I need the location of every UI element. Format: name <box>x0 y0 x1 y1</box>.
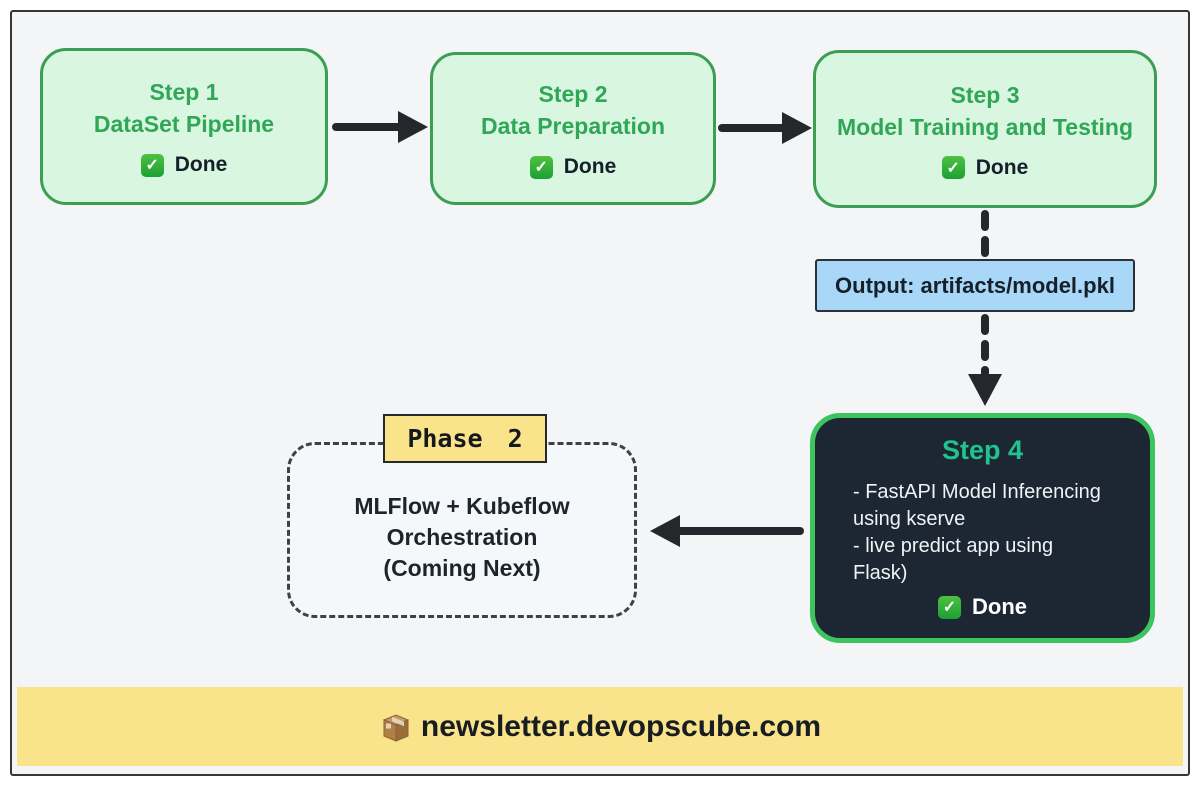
footer-banner: newsletter.devopscube.com <box>17 687 1183 766</box>
step4-detail-line: - FastAPI Model Inferencing <box>853 481 1101 503</box>
step3-status: Done <box>941 155 1029 180</box>
check-icon <box>140 153 164 177</box>
step4-detail-line: - live predict app using <box>853 535 1054 557</box>
step2-title: Step 2 Data Preparation <box>481 78 665 142</box>
check-icon <box>941 156 965 179</box>
arrow-step1-to-step2 <box>332 111 428 143</box>
step1-box: Step 1 DataSet Pipeline Done <box>40 48 328 205</box>
step3-title-line: Step 3 <box>950 81 1020 108</box>
phase2-box: MLFlow + Kubeflow Orchestration (Coming … <box>287 442 637 618</box>
step2-box: Step 2 Data Preparation Done <box>430 52 716 205</box>
step2-title-line: Step 2 <box>538 81 608 107</box>
phase2-label: Phase 2 <box>383 414 547 463</box>
step3-box: Step 3 Model Training and Testing Done <box>813 50 1157 208</box>
step2-status: Done <box>529 155 617 179</box>
step4-title: Step 4 <box>941 435 1024 465</box>
phase2-line: (Coming Next) <box>383 554 541 581</box>
phase2-line: MLFlow + Kubeflow <box>354 492 570 519</box>
step4-status: Done <box>815 594 1150 620</box>
step1-title: Step 1 DataSet Pipeline <box>94 76 274 140</box>
step3-title: Step 3 Model Training and Testing <box>837 79 1133 143</box>
check-icon <box>529 155 553 179</box>
step4-box: Step 4 - FastAPI Model Inferencing using… <box>810 413 1155 643</box>
step3-subtitle: Model Training and Testing <box>836 113 1134 140</box>
step2-subtitle: Data Preparation <box>480 113 666 139</box>
footer-site-text: newsletter.devopscube.com <box>420 709 822 743</box>
arrow-step4-to-phase2 <box>650 515 804 547</box>
phase2-line: Orchestration <box>386 523 538 550</box>
check-icon <box>938 595 961 619</box>
output-artifact-box: Output: artifacts/model.pkl <box>815 259 1135 312</box>
step4-detail-line: Flask) <box>853 562 908 584</box>
package-icon <box>382 713 410 742</box>
step2-status-label: Done <box>563 155 617 178</box>
output-artifact-label: Output: artifacts/model.pkl <box>835 272 1115 298</box>
step1-status-label: Done <box>174 153 228 176</box>
step1-title-line: Step 1 <box>149 79 219 105</box>
step4-status-label: Done <box>972 594 1027 619</box>
step4-detail-line: using kserve <box>853 508 966 530</box>
diagram-frame: Step 1 DataSet Pipeline Done Step 2 Data… <box>10 10 1190 776</box>
step3-status-label: Done <box>975 155 1029 179</box>
arrow-step2-to-step3 <box>718 112 812 144</box>
step1-subtitle: DataSet Pipeline <box>93 111 275 137</box>
step4-details: - FastAPI Model Inferencing using kserve… <box>815 479 1150 587</box>
step1-status: Done <box>140 153 228 177</box>
